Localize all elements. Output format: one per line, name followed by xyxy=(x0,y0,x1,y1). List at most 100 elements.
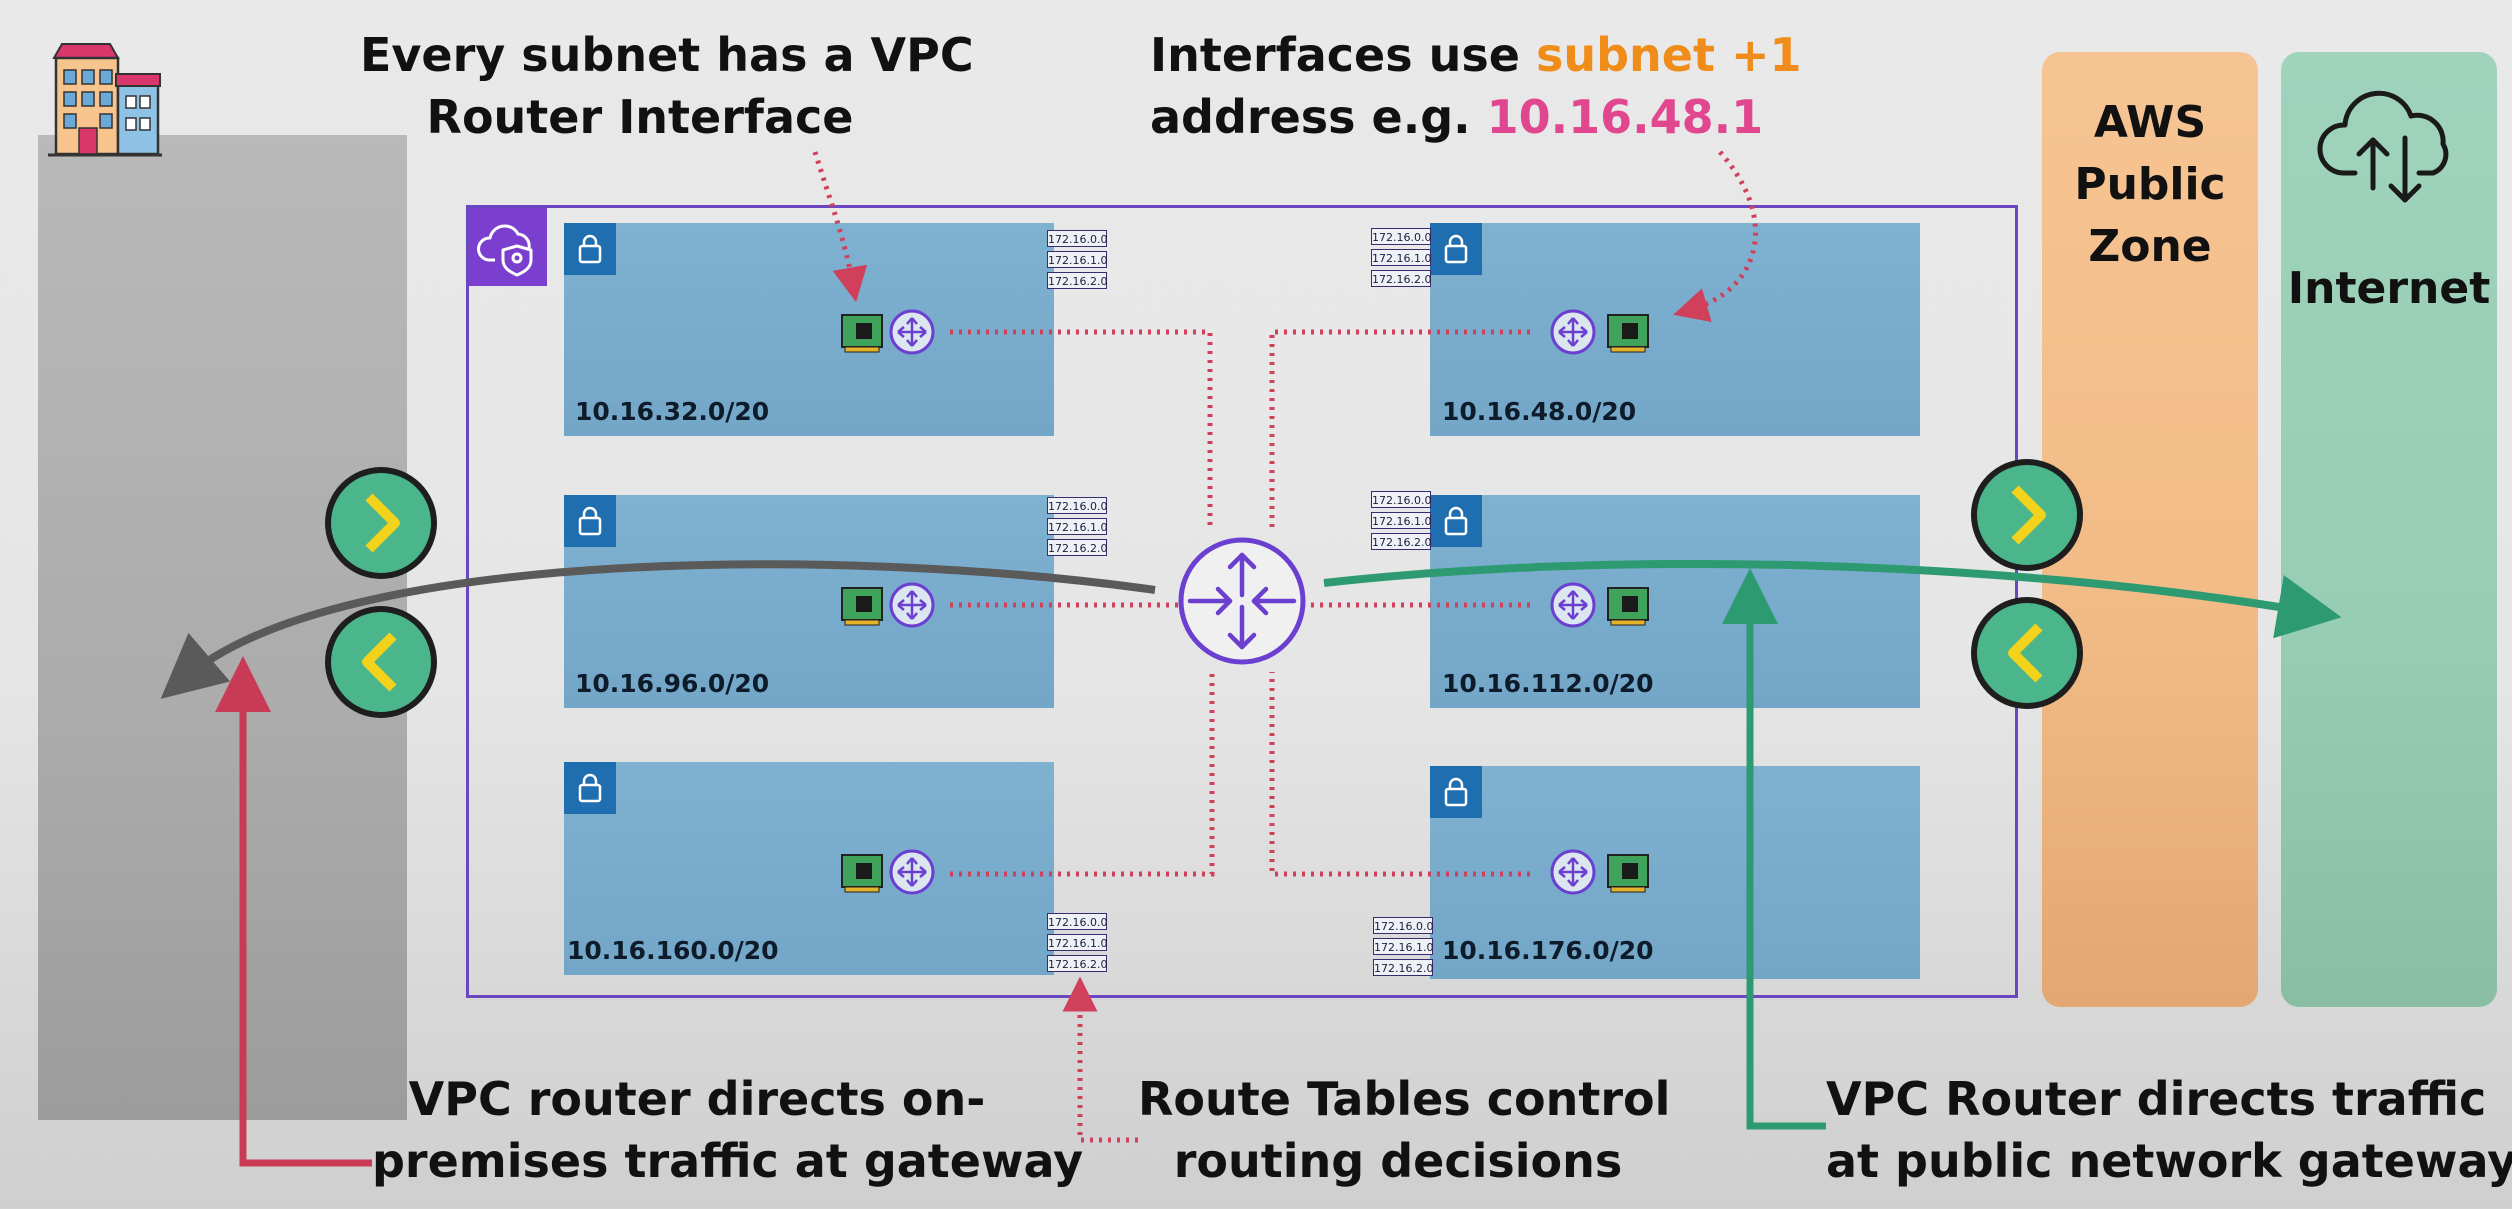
caption-route-tables: Route Tables control routing decisions xyxy=(1138,1068,1671,1192)
caption-public-gateways: VPC Router directs traffic at public net… xyxy=(1826,1068,2512,1192)
route-table-entry: 172.16.1.0 xyxy=(1047,251,1107,268)
router-icon xyxy=(1550,309,1596,355)
cloud-upload-download-icon xyxy=(2315,78,2465,208)
route-table-entry: 172.16.0.0 xyxy=(1373,917,1433,934)
lock-icon xyxy=(578,506,602,536)
subnet-cidr: 10.16.112.0/20 xyxy=(1442,669,1654,698)
subnet-cidr: 10.16.176.0/20 xyxy=(1442,936,1654,965)
route-link xyxy=(1269,672,1530,877)
route-table-entry: 172.16.0.0 xyxy=(1371,491,1431,508)
lock-icon xyxy=(1430,223,1482,275)
gateway-icons xyxy=(325,459,2083,718)
lock-icon xyxy=(1444,777,1468,807)
caption-line: VPC Router directs traffic xyxy=(1826,1072,2487,1126)
caption-text: Interfaces use xyxy=(1150,28,1536,82)
route-table-entry: 172.16.2.0 xyxy=(1373,959,1433,976)
router-icon xyxy=(1550,849,1596,895)
aws-public-zone-label: AWS Public Zone xyxy=(2042,92,2258,278)
router-interface-icons xyxy=(889,309,1596,895)
internet-zone: Internet xyxy=(2281,52,2497,1007)
caption-line: routing decisions xyxy=(1173,1134,1623,1188)
route-table-entry: 172.16.2.0 xyxy=(1371,533,1431,550)
network-card-icons xyxy=(841,314,1649,893)
lock-icon xyxy=(578,234,602,264)
caption-line: address e.g. 10.16.48.1 xyxy=(1150,86,1763,148)
route-table-entry: 172.16.0.0 xyxy=(1047,230,1107,247)
router-icon xyxy=(1550,582,1596,628)
lock-icon xyxy=(578,773,602,803)
router-icon xyxy=(889,849,935,895)
zone-label-line: Public xyxy=(2074,159,2226,210)
gateway-icon xyxy=(1971,597,2083,709)
gateway-icon xyxy=(325,606,437,718)
network-card-icon xyxy=(1607,314,1649,353)
route-table-entry: 172.16.0.0 xyxy=(1047,913,1107,930)
public-gateway-pointer xyxy=(1722,568,1826,1130)
vpc-cloud-shield-icon xyxy=(469,208,547,286)
subnet-cidr: 10.16.96.0/20 xyxy=(575,669,770,698)
pointer-interface-address xyxy=(1673,150,1758,323)
caption-line: Every subnet has a VPC xyxy=(360,28,974,82)
subnet-cidr: 10.16.160.0/20 xyxy=(567,936,779,965)
subnet-e: 10.16.160.0/20 xyxy=(564,762,1054,975)
network-card-icon xyxy=(1607,587,1649,626)
aws-public-zone: AWS Public Zone xyxy=(2042,52,2258,1007)
vpc-router-icon xyxy=(1178,537,1306,665)
route-table-entry: 172.16.2.0 xyxy=(1371,270,1431,287)
route-table-entry: 172.16.2.0 xyxy=(1047,955,1107,972)
route-table-entry: 172.16.2.0 xyxy=(1047,272,1107,289)
router-interface-links xyxy=(950,329,1530,877)
highlight-subnet-plus-one: subnet +1 xyxy=(1536,28,1802,82)
subnet-d: 10.16.112.0/20 xyxy=(1430,495,1920,708)
route-link xyxy=(1269,329,1530,530)
caption-subnet-router-interface: Every subnet has a VPC Router Interface xyxy=(360,24,974,148)
gateway-icon xyxy=(1971,459,2083,571)
lock-icon xyxy=(1444,506,1468,536)
caption-line: VPC router directs on- xyxy=(408,1072,986,1126)
lock-icon xyxy=(1444,234,1468,264)
public-traffic-arrow xyxy=(1323,559,2342,639)
caption-onprem-gateway: VPC router directs on- premises traffic … xyxy=(372,1068,1084,1192)
pointer-subnet-interface xyxy=(812,151,868,303)
route-table-entry: 172.16.1.0 xyxy=(1373,938,1433,955)
caption-line: premises traffic at gateway xyxy=(372,1134,1084,1188)
route-table-entry: 172.16.1.0 xyxy=(1047,934,1107,951)
subnet-a: 10.16.32.0/20 xyxy=(564,223,1054,436)
lock-icon xyxy=(1430,766,1482,818)
internet-label: Internet xyxy=(2287,263,2491,314)
route-table-entry: 172.16.1.0 xyxy=(1371,249,1431,266)
lock-icon xyxy=(564,762,616,814)
subnet-cidr: 10.16.48.0/20 xyxy=(1442,397,1637,426)
gateway-icon xyxy=(325,467,437,579)
caption-pointers xyxy=(812,150,1758,1143)
caption-line: Interfaces use subnet +1 xyxy=(1150,24,1802,86)
building-icon xyxy=(46,28,164,160)
network-card-icon xyxy=(841,854,883,893)
caption-line: Route Tables control xyxy=(1138,1072,1671,1126)
router-icon xyxy=(889,309,935,355)
lock-icon xyxy=(1430,495,1482,547)
lock-icon xyxy=(564,495,616,547)
subnet-c: 10.16.96.0/20 xyxy=(564,495,1054,708)
onprem-pointer xyxy=(215,656,372,1167)
caption-text: address e.g. xyxy=(1150,90,1487,144)
network-card-icon xyxy=(841,314,883,353)
onprem-traffic-arrow xyxy=(160,560,1156,699)
subnet-cidr: 10.16.32.0/20 xyxy=(575,397,770,426)
network-card-icon xyxy=(841,587,883,626)
caption-line: Router Interface xyxy=(426,90,854,144)
zone-label-line: Zone xyxy=(2088,221,2212,272)
highlight-example-address: 10.16.48.1 xyxy=(1486,90,1764,144)
route-table-entry: 172.16.0.0 xyxy=(1371,228,1431,245)
network-card-icon xyxy=(1607,854,1649,893)
router-icon xyxy=(889,582,935,628)
route-table-entry: 172.16.1.0 xyxy=(1371,512,1431,529)
route-table-entry: 172.16.0.0 xyxy=(1047,497,1107,514)
route-table-entry: 172.16.2.0 xyxy=(1047,539,1107,556)
caption-interface-address: Interfaces use subnet +1 address e.g. 10… xyxy=(1150,24,1802,148)
pointer-route-tables xyxy=(1062,976,1138,1143)
caption-line: at public network gateways xyxy=(1826,1134,2512,1188)
lock-icon xyxy=(564,223,616,275)
